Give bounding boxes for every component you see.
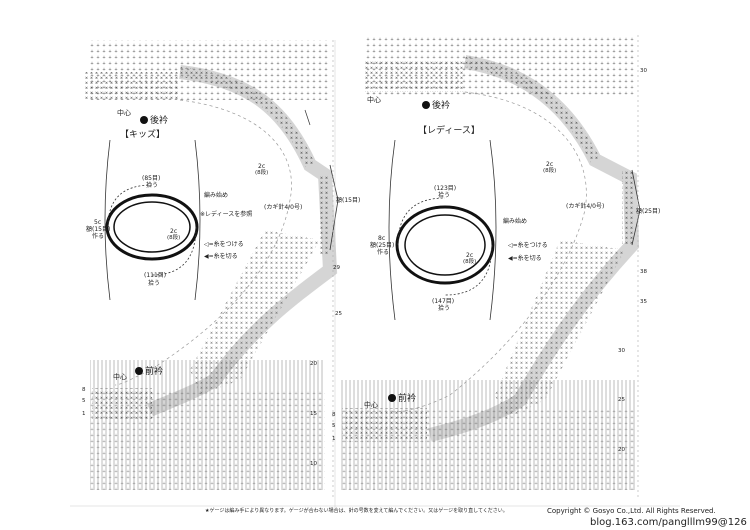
ladies-left-mark: 5	[332, 423, 336, 429]
ladies-side-note2: 額(25目)	[370, 242, 395, 249]
gauge-note: ★ゲージは編み手により異なります。ゲージが合わない場合は、針の号数を変えて編んで…	[205, 508, 508, 514]
ladies-row-mark: 30	[618, 348, 625, 354]
ladies-inner-2c: 2c	[466, 252, 474, 259]
kids-cut-legend: ◀=糸を切る	[204, 253, 238, 260]
kids-pickup-top-verb: 拾う	[146, 182, 159, 189]
kids-back-neck-dense	[85, 72, 180, 100]
kids-left-mark: 1	[82, 411, 86, 417]
ladies-side-note: 8c	[378, 235, 386, 242]
kids-front-diagonal	[190, 230, 320, 395]
kids-row-mark: 29	[333, 265, 340, 271]
kids-row-mark: 25	[335, 311, 342, 317]
kids-pickup-bottom-verb: 拾う	[148, 280, 161, 287]
kids-ring	[105, 193, 199, 261]
watermark: blog.163.com/panglllm99@126	[590, 517, 747, 528]
ladies-2c-rows: (8段)	[543, 168, 557, 174]
kids-center-top-label: 中心	[117, 109, 131, 117]
ladies-front-dense	[342, 408, 427, 442]
ladies-front-neck-label: 前衿	[388, 394, 416, 404]
ladies-pickup-top: (123目)	[434, 185, 457, 192]
ladies-front-diagonal	[495, 240, 625, 420]
ladies-inner-2c-rows: (8段)	[463, 259, 477, 265]
ladies-center-bottom-label: 中心	[364, 401, 378, 409]
ladies-back-neck-dense	[365, 60, 465, 92]
ladies-row-mark-top: 30	[640, 68, 647, 74]
kids-row-mark: 10	[310, 461, 317, 467]
ladies-attach-legend: ◁=糸をつける	[508, 242, 548, 249]
ladies-pickup-bottom-verb: 拾う	[438, 305, 451, 312]
kids-center-bottom-label: 中心	[113, 373, 127, 381]
kids-side-note: 5c	[94, 219, 102, 226]
kids-side-band	[318, 175, 330, 255]
ladies-row-mark: 25	[618, 397, 625, 403]
ladies-pickup-top-verb: 拾う	[438, 192, 451, 199]
ladies-row-mark: 35	[640, 299, 647, 305]
copyright: Copyright © Gosyo Co.,Ltd. All Rights Re…	[547, 507, 716, 515]
kids-title: 【キッズ】	[120, 130, 166, 140]
kids-front-neck-label: 前衿	[135, 367, 163, 377]
ladies-row-mark: 20	[618, 447, 625, 453]
kids-2c-label: 2c	[258, 163, 266, 170]
kids-2c-rows: (8段)	[255, 170, 269, 176]
ladies-row-mark: 38	[640, 269, 647, 275]
ladies-back-neck-label: 後衿	[422, 101, 450, 111]
ladies-needle: (カギ針4/0号)	[566, 203, 605, 210]
ladies-cut-legend: ◀=糸を切る	[508, 255, 542, 262]
ladies-2c-label: 2c	[546, 161, 554, 168]
kids-side-note2: 額(15目)	[86, 226, 111, 233]
kids-needle: (カギ針4/0号)	[264, 204, 303, 211]
kids-left-mark: 8	[82, 387, 86, 393]
kids-attach-legend: ◁=糸をつける	[204, 241, 244, 248]
kids-back-neck-label: 後衿	[140, 116, 168, 126]
kids-pickup-top: (85目)	[142, 175, 161, 182]
ladies-side-note3: 作る	[377, 249, 390, 256]
ladies-left-mark: 1	[332, 436, 336, 442]
kids-diagram	[85, 40, 339, 500]
kids-side-note3: 作る	[92, 233, 105, 240]
ladies-center-top-label: 中心	[367, 96, 381, 104]
kids-row-mark: 15	[310, 411, 317, 417]
kids-pickup-bottom: (111目)	[144, 272, 167, 279]
kids-inner-2c-rows: (8段)	[167, 235, 181, 241]
kids-inner-2c: 2c	[170, 228, 178, 235]
kids-start-note: ※レディースを参照	[200, 211, 253, 218]
ladies-side-band	[622, 170, 634, 245]
ladies-left-mark: 8	[332, 412, 336, 418]
ladies-pickup-bottom: (147目)	[432, 298, 455, 305]
ladies-start-label: 編み始め	[503, 218, 528, 225]
ladies-ring	[395, 205, 495, 285]
ladies-title: 【レディース】	[418, 126, 480, 136]
kids-band-label: 額(15目)	[336, 197, 361, 204]
kids-left-mark: 5	[82, 398, 86, 404]
kids-row-mark: 20	[310, 361, 317, 367]
kids-start-label: 編み始め	[204, 192, 229, 199]
ladies-band-label: 額(25目)	[636, 208, 661, 215]
ladies-diagram	[340, 35, 641, 500]
kids-front-dense	[92, 388, 152, 420]
